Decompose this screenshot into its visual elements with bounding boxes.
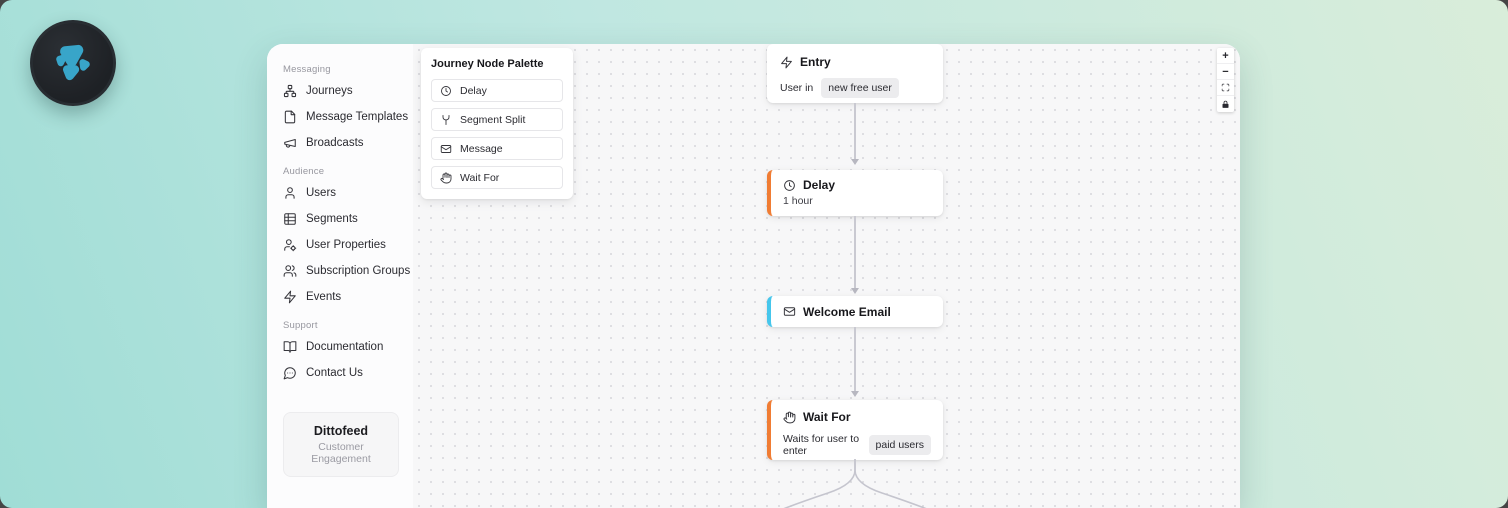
sidebar-item-label: Segments	[306, 213, 358, 225]
journey-node-welcome-email[interactable]: Welcome Email	[767, 296, 943, 327]
sitemap-icon	[283, 84, 297, 98]
mail-icon	[783, 307, 796, 316]
lock-button[interactable]	[1217, 96, 1234, 112]
sidebar-item-users[interactable]: Users	[283, 180, 413, 206]
palette-item-label: Wait For	[460, 171, 500, 184]
sidebar-section-messaging: Messaging	[283, 64, 331, 75]
user-gear-icon	[284, 239, 297, 252]
sidebar-item-label: Subscription Groups	[306, 265, 411, 277]
brand-subtitle: Customer Engagement	[311, 441, 371, 465]
segment-badge: new free user	[821, 78, 899, 98]
node-body-text: Waits for user to enter	[783, 433, 860, 457]
sidebar-item-segments[interactable]: Segments	[283, 206, 413, 232]
megaphone-icon	[284, 138, 296, 148]
zoom-out-button[interactable]: −	[1217, 64, 1234, 80]
lock-icon	[1222, 100, 1229, 108]
node-title: Wait For	[803, 410, 851, 424]
edge-connector	[851, 216, 859, 294]
palette-item-wait-for[interactable]: Wait For	[431, 166, 563, 189]
sidebar-section-support: Support	[283, 320, 318, 331]
clock-icon	[441, 85, 451, 96]
split-icon	[442, 114, 450, 125]
canvas-controls: + −	[1217, 48, 1234, 112]
sidebar-item-label: User Properties	[306, 239, 386, 251]
node-title: Entry	[800, 55, 831, 69]
mail-icon	[440, 144, 452, 153]
segment-badge: paid users	[868, 435, 931, 455]
node-subtitle: 1 hour	[783, 195, 813, 207]
split-edge-connector	[783, 459, 927, 508]
sidebar-item-message-templates[interactable]: Message Templates	[283, 104, 413, 130]
palette-item-message[interactable]: Message	[431, 137, 563, 160]
sidebar-item-broadcasts[interactable]: Broadcasts	[283, 130, 413, 156]
app-window: Messaging Journeys Message Templates Bro…	[267, 44, 1240, 508]
clock-icon	[784, 179, 795, 191]
user-icon	[285, 187, 295, 199]
sidebar-section-audience: Audience	[283, 166, 325, 177]
palette-item-delay[interactable]: Delay	[431, 79, 563, 102]
sidebar-item-label: Documentation	[306, 341, 384, 353]
zoom-in-button[interactable]: +	[1217, 48, 1234, 64]
sidebar-item-label: Users	[306, 187, 337, 199]
table-icon	[284, 213, 296, 225]
palette-title: Journey Node Palette	[431, 58, 544, 70]
sidebar-item-events[interactable]: Events	[283, 284, 413, 310]
sidebar-item-contact-us[interactable]: Contact Us	[283, 360, 413, 386]
node-header: Entry	[780, 55, 930, 69]
palette-item-label: Message	[460, 142, 503, 155]
brand-title: Dittofeed	[313, 424, 369, 438]
sidebar-item-label: Events	[306, 291, 342, 303]
sidebar-item-subscription-groups[interactable]: Subscription Groups	[283, 258, 413, 284]
node-body: Waits for user to enter paid users	[783, 433, 931, 457]
sidebar-item-documentation[interactable]: Documentation	[283, 334, 413, 360]
journey-node-entry[interactable]: Entry User in new free user	[767, 44, 943, 103]
fit-view-icon	[1221, 83, 1230, 92]
edge-connector	[851, 327, 859, 397]
file-icon	[284, 110, 296, 124]
book-open-icon	[283, 341, 297, 353]
zap-icon	[781, 56, 792, 68]
sidebar-item-label: Contact Us	[306, 367, 363, 379]
sidebar-item-label: Broadcasts	[306, 137, 364, 149]
fit-view-button[interactable]	[1217, 80, 1234, 96]
node-title: Delay	[803, 178, 836, 192]
node-header: Welcome Email	[783, 305, 891, 319]
zap-icon	[284, 290, 296, 304]
node-body: User in new free user	[780, 78, 930, 98]
message-circle-icon	[283, 367, 296, 380]
palette-item-segment-split[interactable]: Segment Split	[431, 108, 563, 131]
journey-node-wait-for[interactable]: Wait For Waits for user to enter paid us…	[767, 400, 943, 460]
sidebar-item-label: Message Templates	[306, 111, 409, 123]
brand-card: Dittofeed Customer Engagement	[283, 412, 399, 477]
journey-node-palette: Journey Node Palette Delay Segment Split…	[421, 48, 573, 199]
node-header: Wait For	[783, 410, 931, 424]
node-header: Delay	[783, 178, 931, 192]
sidebar-item-user-properties[interactable]: User Properties	[283, 232, 413, 258]
journey-canvas[interactable]: Journey Node Palette Delay Segment Split…	[413, 44, 1240, 508]
dittofeed-blob-logo-icon	[56, 44, 90, 81]
palette-item-label: Delay	[460, 84, 487, 97]
node-title: Welcome Email	[803, 304, 891, 319]
dittofeed-logo	[30, 20, 116, 106]
users-icon	[283, 265, 297, 277]
sidebar-item-label: Journeys	[306, 85, 353, 97]
edge-connector	[851, 103, 859, 165]
node-body-text: User in	[780, 82, 814, 94]
hand-icon	[783, 411, 796, 423]
hand-icon	[440, 172, 452, 183]
sidebar-item-journeys[interactable]: Journeys	[283, 78, 413, 104]
journey-node-delay[interactable]: Delay 1 hour	[767, 170, 943, 216]
sidebar: Messaging Journeys Message Templates Bro…	[267, 44, 413, 508]
palette-item-label: Segment Split	[460, 113, 526, 126]
